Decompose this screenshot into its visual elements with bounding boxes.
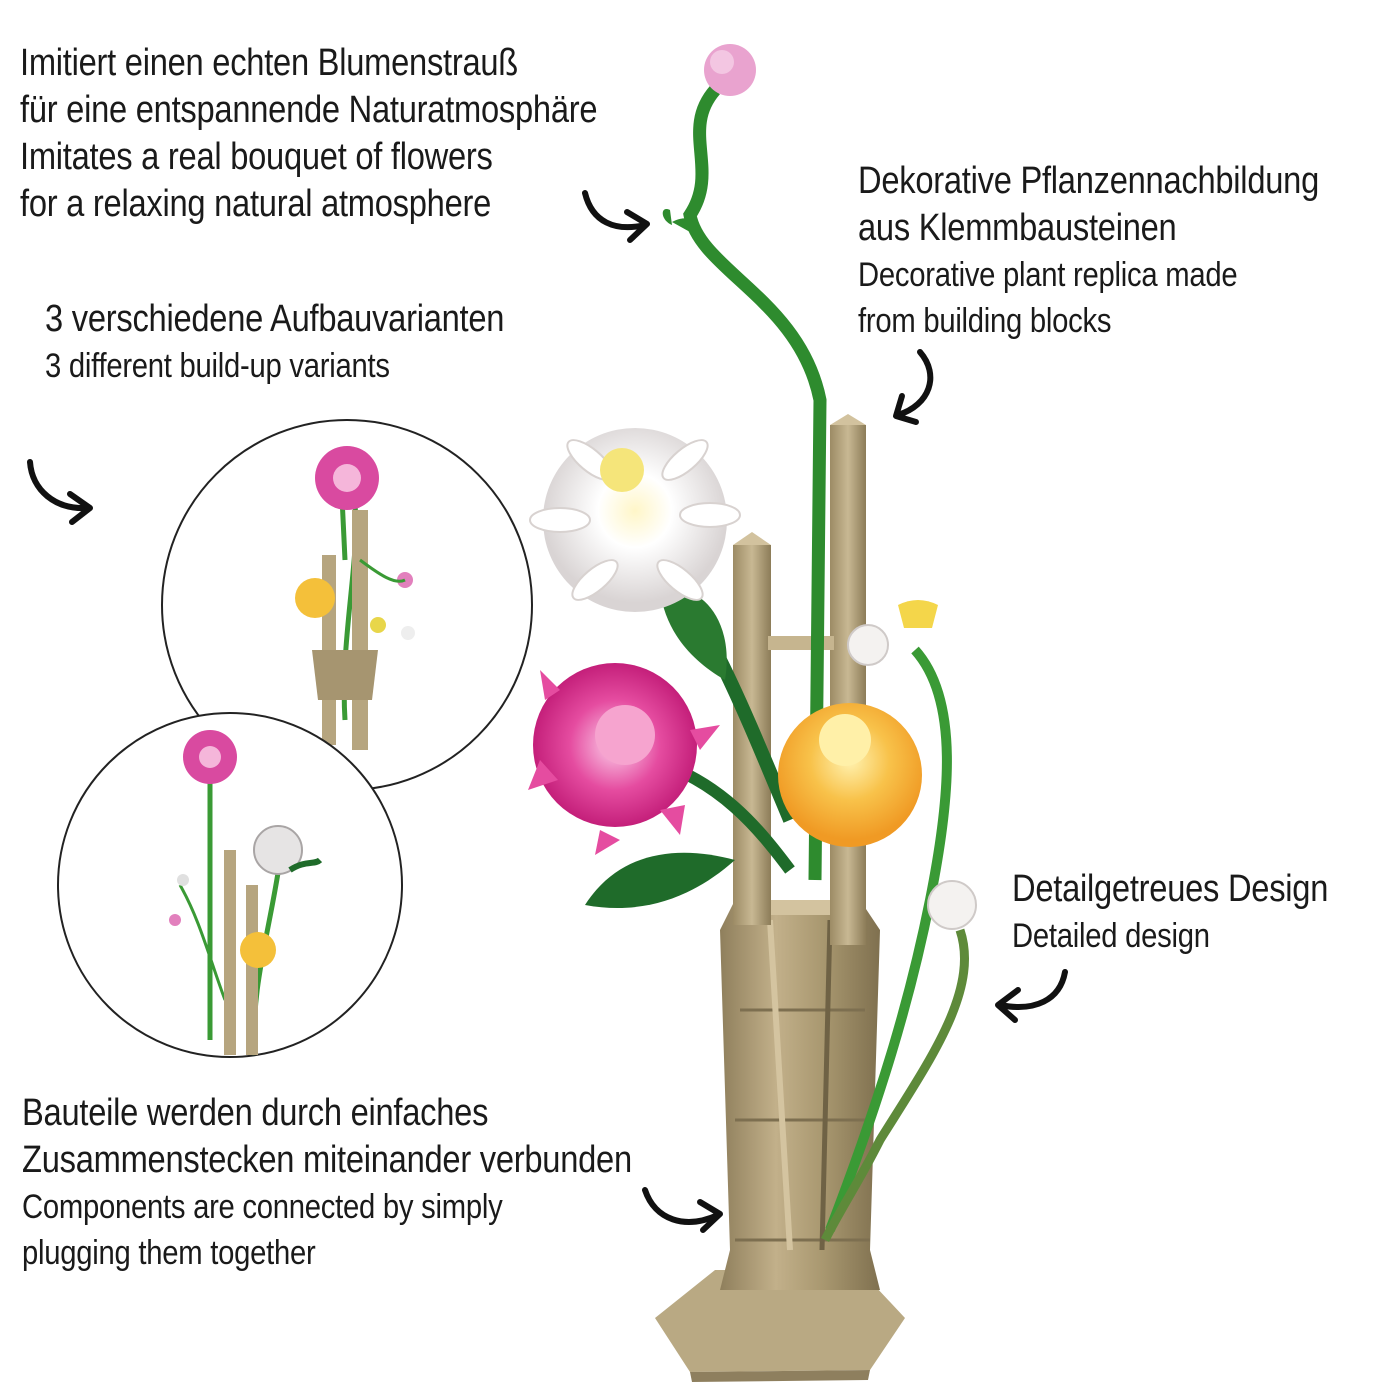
assembly-en-line1: Components are connected by simply <box>22 1188 503 1226</box>
replica-callout: Dekorative Pflanzennachbildung aus Klemm… <box>858 158 1394 344</box>
bouquet-de-line1: Imitiert einen echten Blumenstrauß <box>20 42 519 84</box>
variants-callout: 3 verschiedene Aufbauvarianten 3 differe… <box>45 296 579 389</box>
variants-de: 3 verschiedene Aufbauvarianten <box>45 298 505 340</box>
main-bouquet <box>528 44 977 1382</box>
variants-en: 3 different build-up variants <box>45 347 390 385</box>
replica-en-line1: Decorative plant replica made <box>858 256 1238 294</box>
bouquet-en-line2: for a relaxing natural atmosphere <box>20 183 492 225</box>
curved-arrow-icon <box>27 459 93 525</box>
replica-de-line1: Dekorative Pflanzennachbildung <box>858 160 1319 202</box>
variant-image-2 <box>57 712 403 1058</box>
assembly-callout: Bauteile werden durch einfaches Zusammen… <box>22 1090 731 1276</box>
replica-en-line2: from building blocks <box>858 302 1112 340</box>
design-en: Detailed design <box>1012 917 1210 955</box>
assembly-de-line1: Bauteile werden durch einfaches <box>22 1092 489 1134</box>
curved-arrow-icon <box>995 969 1068 1023</box>
curved-arrow-icon <box>582 190 650 243</box>
bouquet-de-line2: für eine entspannende Naturatmosphäre <box>20 89 598 131</box>
curved-arrow-icon <box>642 1187 723 1233</box>
variant-image-1 <box>161 419 533 791</box>
curved-arrow-icon <box>893 349 934 425</box>
assembly-en-line2: plugging them together <box>22 1234 316 1272</box>
replica-de-line2: aus Klemmbausteinen <box>858 207 1177 249</box>
bouquet-callout: Imitiert einen echten Blumenstrauß für e… <box>20 40 598 228</box>
bouquet-en-line1: Imitates a real bouquet of flowers <box>20 136 493 178</box>
design-callout: Detailgetreues Design Detailed design <box>1012 866 1380 959</box>
design-de: Detailgetreues Design <box>1012 868 1329 910</box>
assembly-de-line2: Zusammenstecken miteinander verbunden <box>22 1139 632 1181</box>
